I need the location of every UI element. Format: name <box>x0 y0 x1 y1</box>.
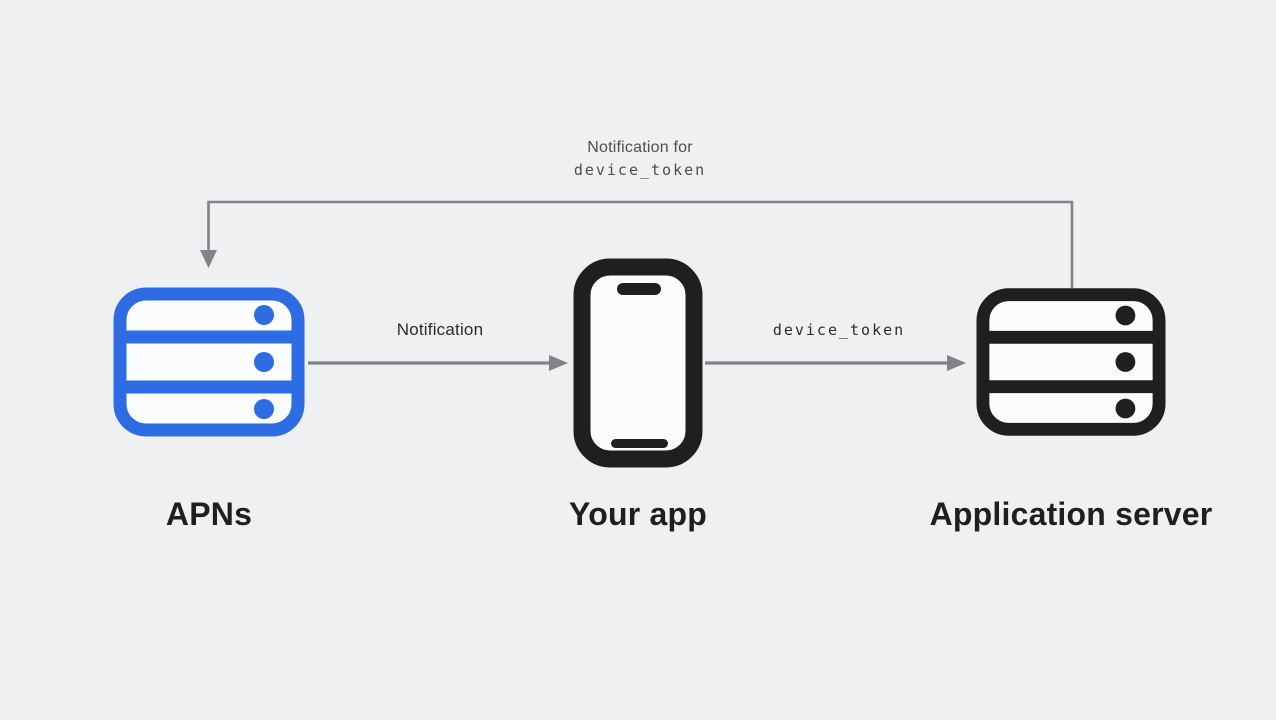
edge-server-to-apns-arrow <box>200 200 1074 288</box>
server-icon <box>113 287 305 437</box>
phone-icon <box>573 258 703 468</box>
node-label-application-server: Application server <box>929 496 1213 532</box>
edge-label-line1: Notification for <box>587 139 693 156</box>
node-label-apns: APNs <box>165 496 253 532</box>
server-icon <box>976 287 1166 437</box>
edge-label-device-token: device_token <box>772 321 906 339</box>
node-label-your-app: Your app <box>569 496 707 532</box>
edge-label-notification-for-device-token: Notification for device_token <box>574 139 706 179</box>
edge-app-to-server-arrow <box>705 355 966 371</box>
edge-label-line2: device_token <box>573 161 707 179</box>
edge-label-notification: Notification <box>396 320 484 339</box>
edge-apns-to-app-arrow <box>308 355 568 371</box>
